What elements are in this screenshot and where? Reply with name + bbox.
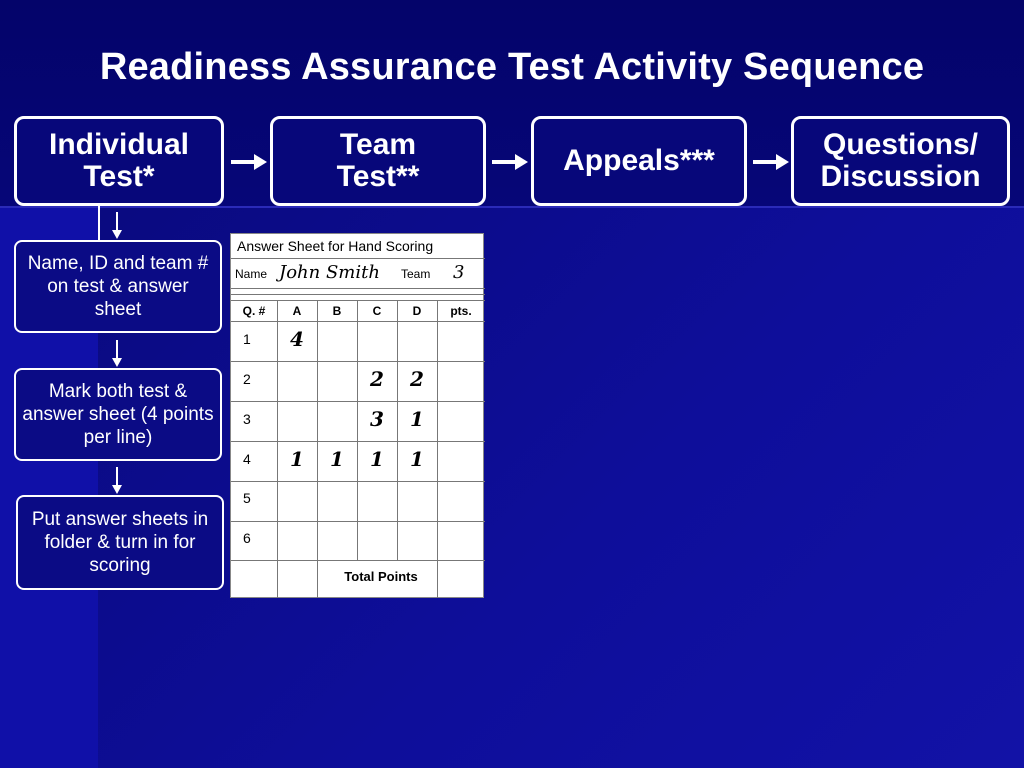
header-b: B bbox=[332, 304, 342, 318]
step-individual-test: Individual Test* bbox=[14, 116, 224, 206]
answer-mark: 4 bbox=[290, 327, 304, 351]
slide-title: Readiness Assurance Test Activity Sequen… bbox=[99, 46, 925, 88]
arrow-right-icon bbox=[753, 154, 789, 170]
arrow-down-icon bbox=[112, 212, 122, 239]
question-number: 5 bbox=[243, 490, 251, 506]
answer-mark: 1 bbox=[410, 407, 424, 431]
grid-line bbox=[231, 521, 485, 522]
grid-line bbox=[231, 294, 485, 295]
grid-line bbox=[317, 300, 318, 598]
arrow-right-icon bbox=[492, 154, 528, 170]
answer-mark: 1 bbox=[370, 447, 384, 471]
answer-mark: 2 bbox=[370, 367, 384, 391]
header-pts: pts. bbox=[450, 304, 472, 318]
arrow-down-icon bbox=[112, 467, 122, 494]
answer-mark: 3 bbox=[370, 407, 384, 431]
name-value: John Smith bbox=[279, 262, 380, 283]
answer-mark: 1 bbox=[290, 447, 304, 471]
question-number: 6 bbox=[243, 530, 251, 546]
grid-line bbox=[437, 300, 438, 598]
answer-sheet-title: Answer Sheet for Hand Scoring bbox=[237, 238, 434, 254]
grid-line bbox=[277, 300, 278, 598]
step-appeals: Appeals*** bbox=[531, 116, 747, 206]
grid-line bbox=[231, 300, 485, 301]
answer-mark: 2 bbox=[410, 367, 424, 391]
grid-line bbox=[397, 300, 398, 560]
header-qnum: Q. # bbox=[242, 304, 266, 318]
substep-turn-in: Put answer sheets in folder & turn in fo… bbox=[16, 495, 224, 590]
connector-line bbox=[98, 206, 100, 244]
grid-line bbox=[231, 441, 485, 442]
grid-line bbox=[231, 361, 485, 362]
header-c: C bbox=[372, 304, 382, 318]
answer-mark: 1 bbox=[410, 447, 424, 471]
grid-line bbox=[231, 401, 485, 402]
substep-mark-answers: Mark both test & answer sheet (4 points … bbox=[14, 368, 222, 461]
grid-line bbox=[231, 258, 485, 259]
header-d: D bbox=[412, 304, 422, 318]
team-value: 3 bbox=[453, 262, 465, 283]
question-number: 1 bbox=[243, 331, 251, 347]
substep-name-id: Name, ID and team # on test & answer she… bbox=[14, 240, 222, 333]
name-label: Name bbox=[235, 267, 268, 281]
divider-line bbox=[0, 206, 1024, 208]
step-team-test: Team Test** bbox=[270, 116, 486, 206]
arrow-right-icon bbox=[231, 154, 267, 170]
question-number: 4 bbox=[243, 451, 251, 467]
grid-line bbox=[231, 560, 485, 561]
grid-line bbox=[231, 481, 485, 482]
grid-line bbox=[231, 321, 485, 322]
answer-sheet: Answer Sheet for Hand Scoring Name John … bbox=[230, 233, 485, 598]
arrow-down-icon bbox=[112, 340, 122, 367]
answer-mark: 1 bbox=[330, 447, 344, 471]
question-number: 3 bbox=[243, 411, 251, 427]
step-questions-discussion: Questions/ Discussion bbox=[791, 116, 1010, 206]
grid-line bbox=[231, 288, 485, 289]
header-a: A bbox=[292, 304, 302, 318]
grid-line bbox=[357, 300, 358, 560]
team-label: Team bbox=[401, 267, 431, 281]
question-number: 2 bbox=[243, 371, 251, 387]
total-points-label: Total Points bbox=[344, 569, 418, 584]
